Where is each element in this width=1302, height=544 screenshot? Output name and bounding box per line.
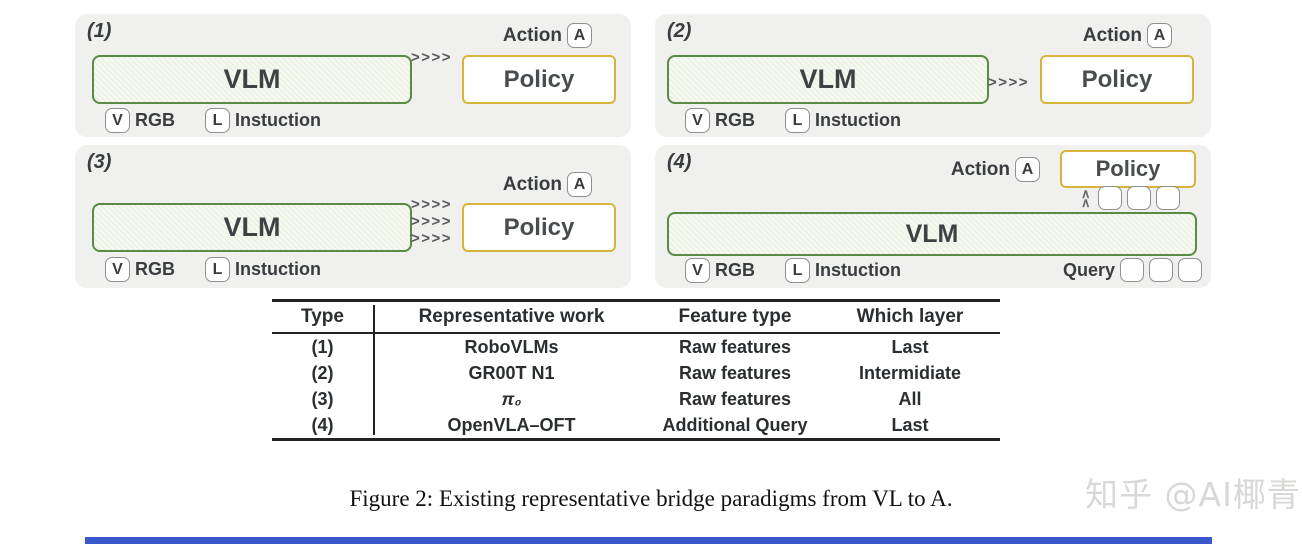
feature-arrows-icon: >>>> xyxy=(411,230,453,247)
table-header-rule xyxy=(272,332,1000,334)
action-output-row: Action A xyxy=(951,157,1040,182)
panel-number: (4) xyxy=(667,151,692,173)
rgb-label: RGB xyxy=(135,259,175,279)
policy-box: Policy xyxy=(1060,150,1196,188)
paradigm-panel-2: (2) Action A VLM >>>> Policy V RGB L Ins… xyxy=(655,14,1211,137)
action-label: Action xyxy=(950,158,1010,180)
instruction-label: Instuction xyxy=(815,110,901,130)
vlm-box: VLM xyxy=(667,212,1197,256)
cell-feature: Raw features xyxy=(678,336,792,357)
query-slot-icon xyxy=(1126,186,1151,210)
input-row: V RGB L Instuction xyxy=(685,108,901,133)
cell-work: π₀ xyxy=(501,388,522,409)
bottom-blue-bar xyxy=(85,537,1212,544)
rgb-label: RGB xyxy=(715,260,755,280)
cell-feature: Additional Query xyxy=(662,414,808,435)
action-label: Action xyxy=(1082,24,1142,46)
table-top-rule xyxy=(272,299,1000,302)
cell-work: GR00T N1 xyxy=(468,362,555,383)
table-row: (2) GR00T N1 Raw features Intermidiate xyxy=(272,360,1000,386)
paradigm-panel-3: (3) Action A VLM >>>> >>>> >>>> Policy V… xyxy=(75,145,631,288)
table-row: (3) π₀ Raw features All xyxy=(272,386,1000,412)
cell-type: (3) xyxy=(311,388,334,409)
cell-layer: Last xyxy=(891,414,929,435)
language-token-icon: L xyxy=(785,258,810,283)
query-slot-icon xyxy=(1149,258,1174,282)
table-row: (4) OpenVLA–OFT Additional Query Last xyxy=(272,412,1000,438)
col-header-feature-type: Feature type xyxy=(678,306,792,327)
feature-arrows-icon: >>>> xyxy=(411,213,453,230)
action-output-row: Action A xyxy=(1083,23,1172,48)
cell-layer: Intermidiate xyxy=(858,362,962,383)
table-row: (1) RoboVLMs Raw features Last xyxy=(272,334,1000,360)
rgb-label: RGB xyxy=(715,110,755,130)
cell-work: RoboVLMs xyxy=(464,336,559,357)
action-label: Action xyxy=(502,173,562,195)
cell-feature: Raw features xyxy=(678,388,792,409)
paradigm-panel-1: (1) Action A VLM >>>> Policy V RGB L Ins… xyxy=(75,14,631,137)
figure-caption: Figure 2: Existing representative bridge… xyxy=(349,486,953,511)
input-row: V RGB L Instuction xyxy=(105,108,321,133)
language-token-icon: L xyxy=(205,108,230,133)
paradigm-comparison-table: Type Representative work Feature type Wh… xyxy=(272,299,1000,441)
panel-number: (1) xyxy=(87,20,112,42)
col-header-which-layer: Which layer xyxy=(856,306,964,327)
feature-arrows-icon: >>>> xyxy=(411,49,453,66)
query-slot-icon xyxy=(1097,186,1122,210)
feature-arrows-icon: >>>> xyxy=(988,74,1030,91)
policy-box: Policy xyxy=(462,55,616,104)
table-header-row: Type Representative work Feature type Wh… xyxy=(272,302,1000,332)
instruction-label: Instuction xyxy=(815,260,901,280)
action-token-icon: A xyxy=(1147,23,1172,48)
action-label: Action xyxy=(502,24,562,46)
table-bottom-rule xyxy=(272,438,1000,441)
panel-number: (2) xyxy=(667,20,692,42)
vlm-box: VLM xyxy=(92,55,412,104)
cell-layer: All xyxy=(898,388,922,409)
action-output-row: Action A xyxy=(503,23,592,48)
cell-layer: Last xyxy=(891,336,929,357)
cell-feature: Raw features xyxy=(678,362,792,383)
up-arrows-icon: ∧ ∧ xyxy=(1081,186,1091,210)
vision-token-icon: V xyxy=(105,257,130,282)
language-token-icon: L xyxy=(785,108,810,133)
input-row: V RGB L Instuction xyxy=(685,258,901,283)
policy-box: Policy xyxy=(1040,55,1194,104)
instruction-label: Instuction xyxy=(235,259,321,279)
vision-token-icon: V xyxy=(105,108,130,133)
action-token-icon: A xyxy=(567,172,592,197)
cell-type: (4) xyxy=(311,414,334,435)
action-token-icon: A xyxy=(1015,157,1040,182)
vlm-box: VLM xyxy=(667,55,989,104)
panel-number: (3) xyxy=(87,151,112,173)
vision-token-icon: V xyxy=(685,258,710,283)
query-slot-icon xyxy=(1155,186,1180,210)
instruction-label: Instuction xyxy=(235,110,321,130)
query-input-row: Query xyxy=(1063,258,1203,282)
policy-box: Policy xyxy=(462,203,616,252)
action-output-row: Action A xyxy=(503,172,592,197)
vision-token-icon: V xyxy=(685,108,710,133)
table-column-divider xyxy=(373,305,375,435)
cell-type: (1) xyxy=(311,336,334,357)
query-slot-icon xyxy=(1178,258,1203,282)
query-slot-icon xyxy=(1120,258,1145,282)
vlm-box: VLM xyxy=(92,203,412,252)
input-row: V RGB L Instuction xyxy=(105,257,321,282)
cell-work: OpenVLA–OFT xyxy=(447,414,576,435)
query-label: Query xyxy=(1063,259,1116,280)
rgb-label: RGB xyxy=(135,110,175,130)
cell-type: (2) xyxy=(311,362,334,383)
paradigm-panel-4: (4) Action A Policy ∧ ∧ VLM V RGB L Inst… xyxy=(655,145,1211,288)
language-token-icon: L xyxy=(205,257,230,282)
action-token-icon: A xyxy=(567,23,592,48)
col-header-representative-work: Representative work xyxy=(418,306,605,327)
col-header-type: Type xyxy=(301,306,344,327)
query-output-slots: ∧ ∧ xyxy=(1081,186,1180,210)
feature-arrows-icon: >>>> xyxy=(411,196,453,213)
zhihu-watermark: 知乎 @AI椰青 xyxy=(1085,475,1301,514)
